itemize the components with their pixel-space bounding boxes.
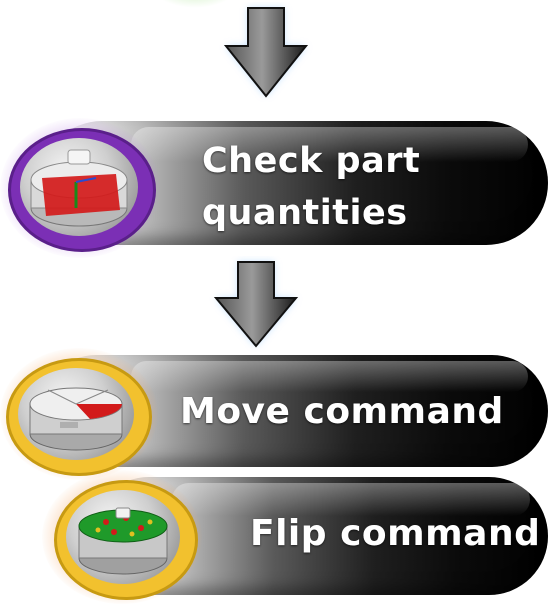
down-arrow-icon (223, 7, 309, 98)
move-command-icon (18, 368, 134, 460)
flip-command-icon (66, 490, 180, 584)
part-quantities-icon (20, 138, 138, 236)
pill-shine (131, 127, 528, 162)
down-arrow-icon (213, 261, 299, 348)
step-label: Flip command (250, 513, 541, 554)
step-label: Move command (180, 391, 504, 432)
step-label-line2: quantities (202, 193, 408, 233)
step-label-line1: Check part (202, 141, 421, 181)
top-glow (150, 0, 240, 8)
pill-shine (172, 483, 530, 517)
pill-shine (131, 361, 528, 393)
